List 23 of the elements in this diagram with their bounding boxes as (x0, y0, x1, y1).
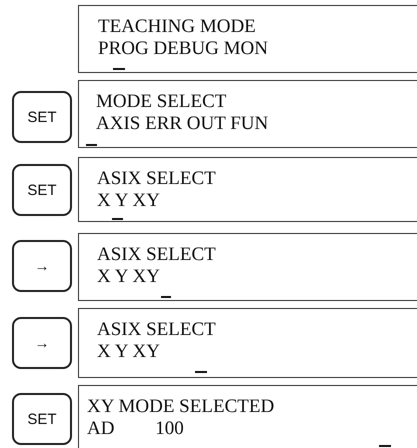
key-button: SET (12, 91, 72, 143)
menu-line: X Y XY (97, 341, 160, 362)
screen-heading: XY MODE SELECTED (87, 396, 274, 417)
display-screen (78, 80, 417, 148)
display-screen (78, 233, 417, 301)
screen-heading: ASIX SELECT (97, 319, 216, 340)
display-screen (78, 5, 417, 73)
menu-line: X Y XY (97, 266, 160, 287)
key-button: → (12, 317, 72, 369)
display-screen (78, 385, 417, 448)
display-screen (78, 157, 417, 222)
screen-heading: MODE SELECT (96, 91, 226, 112)
menu-line: PROG DEBUG MON (98, 38, 268, 59)
menu-line: AXIS ERR OUT FUN (96, 113, 268, 134)
menu-line: X Y XY (97, 190, 160, 211)
screen-heading: ASIX SELECT (97, 244, 216, 265)
key-button: → (12, 240, 72, 292)
screen-heading: ASIX SELECT (97, 168, 216, 189)
screen-heading: TEACHING MODE (98, 16, 256, 37)
key-button: SET (12, 164, 72, 216)
menu-line: AD 100 (87, 418, 184, 439)
key-button: SET (12, 393, 72, 445)
display-screen (78, 308, 417, 378)
